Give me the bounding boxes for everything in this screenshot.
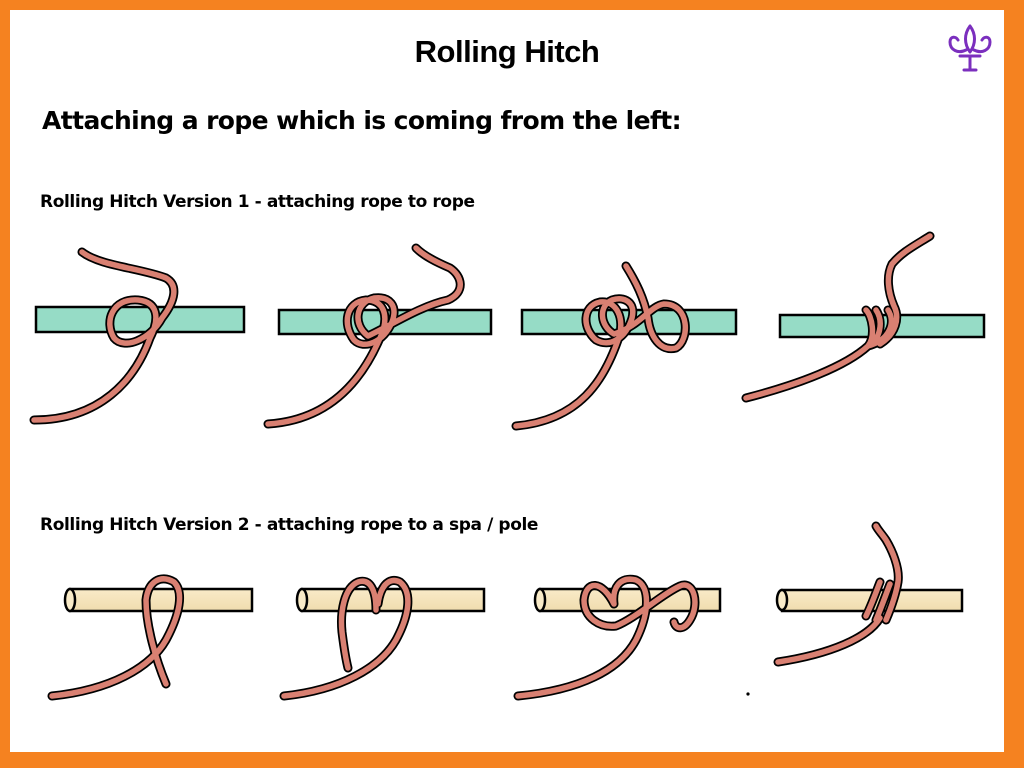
- v1-step-3-diagram: [511, 261, 738, 431]
- section-title-version-1: Rolling Hitch Version 1 - attaching rope…: [40, 192, 475, 212]
- v1-step-2-rope: [265, 245, 463, 427]
- v2-step-1-diagram: [47, 574, 254, 701]
- page-title: Rolling Hitch: [414, 34, 600, 69]
- slide: Rolling Hitch Attaching a rope which is …: [10, 10, 1004, 752]
- section-title-version-2: Rolling Hitch Version 2 - attaching rope…: [40, 515, 539, 535]
- v2-step-4-diagram: [773, 521, 964, 667]
- v2-step-1-pole: [68, 587, 254, 613]
- v1-step-1-rope: [31, 249, 177, 423]
- v1-step-1-strip: [34, 305, 246, 334]
- v2-step-2-pole: [300, 587, 486, 613]
- v1-step-3-rope: [513, 263, 689, 429]
- v2-step-3-rope: [515, 576, 698, 699]
- stray-dot: [746, 692, 750, 696]
- subtitle: Attaching a rope which is coming from th…: [42, 106, 682, 135]
- v2-step-2-diagram: [279, 576, 486, 701]
- v1-step-4-diagram: [741, 231, 986, 403]
- v2-step-4-rope: [775, 523, 902, 665]
- v2-step-3-diagram: [513, 574, 722, 701]
- v1-step-4-rope: [743, 233, 933, 401]
- fleur-de-lis-icon: [948, 24, 992, 72]
- v1-step-1-diagram: [29, 247, 246, 425]
- v2-step-2-rope: [281, 577, 411, 699]
- knot-illustrations: [29, 231, 986, 701]
- v2-step-1-rope: [49, 576, 183, 699]
- v1-step-2-diagram: [263, 243, 493, 429]
